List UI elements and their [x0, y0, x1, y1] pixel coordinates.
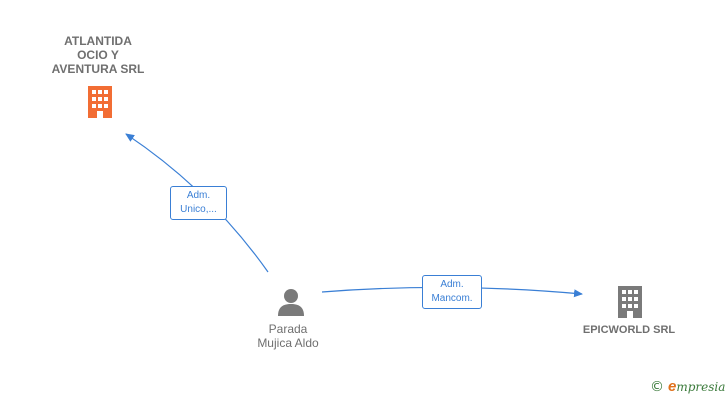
brand-name: mpresia	[676, 380, 726, 394]
brand-logo: ©empresia	[650, 378, 725, 395]
edge-label-adm-mancom[interactable]: Adm. Mancom.	[422, 275, 482, 309]
person-name-parada[interactable]: Parada Mujica Aldo	[257, 322, 319, 350]
copyright-icon: ©	[650, 379, 664, 395]
brand-e-letter: e	[668, 378, 677, 395]
company-name-epicworld[interactable]: EPICWORLD SRL	[582, 324, 676, 336]
building-icon[interactable]	[616, 284, 644, 318]
edge-label-adm-unico[interactable]: Adm. Unico,...	[170, 186, 227, 220]
person-icon[interactable]	[276, 287, 306, 317]
company-name-atlantida[interactable]: ATLANTIDA OCIO Y AVENTURA SRL	[51, 34, 145, 76]
building-icon[interactable]	[86, 84, 114, 118]
